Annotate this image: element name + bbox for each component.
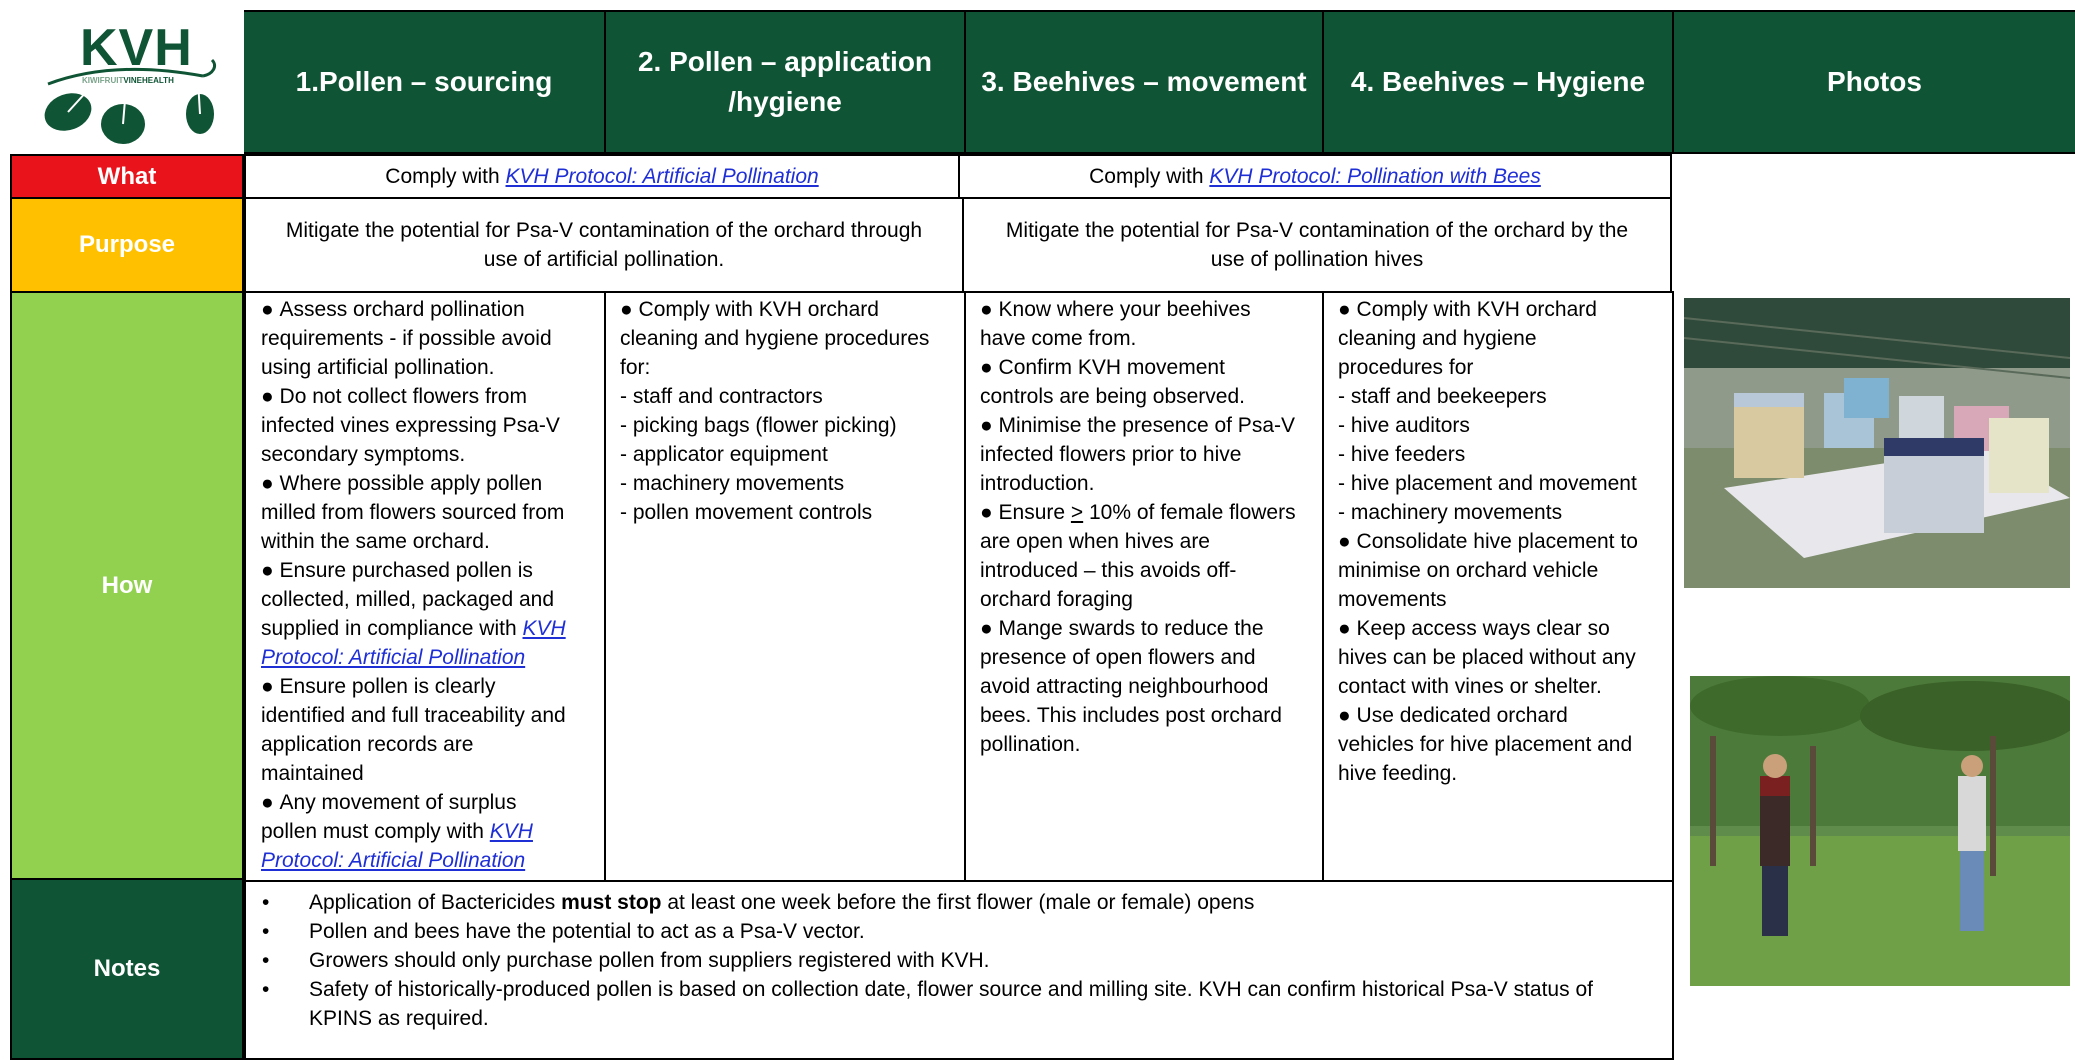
list-item: Safety of historically-produced pollen i… — [262, 975, 1656, 1033]
header-pollen-application: 2. Pollen – application /hygiene — [604, 10, 964, 154]
purpose-pollination-hives: Mitigate the potential for Psa-V contami… — [962, 197, 1672, 293]
list-item: - staff and contractors — [620, 385, 823, 408]
link-kvh-protocol-1b[interactable]: Protocol: Artificial Pollination — [261, 646, 526, 669]
row-label-what: What — [10, 154, 244, 199]
header-photos: Photos — [1672, 10, 2075, 154]
how-pollen-sourcing: Assess orchard pollination requirements … — [244, 291, 606, 882]
list-item: - applicator equipment — [620, 443, 828, 466]
how-beehives-hygiene: Comply with KVH orchard cleaning and hyg… — [1322, 291, 1674, 882]
header-beehives-movement: 3. Beehives – movement — [964, 10, 1322, 154]
list-item: Growers should only purchase pollen from… — [262, 946, 1656, 975]
row-label-notes: Notes — [10, 880, 244, 1060]
notes-panel: Application of Bactericides must stop at… — [244, 880, 1674, 1060]
list-item: - hive feeders — [1338, 443, 1466, 466]
link-kvh-protocol-1[interactable]: KVH — [522, 617, 566, 640]
list-item: - hive placement and movement — [1338, 472, 1637, 495]
list-item: - machinery movements — [620, 472, 845, 495]
list-item: - picking bags (flower picking) — [620, 414, 897, 437]
kiwifruit-vine-icon — [44, 58, 217, 144]
kvh-logo: KVH KIWIFRUITVINEHEALTH — [28, 14, 228, 144]
link-protocol-artificial-pollination[interactable]: KVH Protocol: Artificial Pollination — [505, 165, 819, 188]
header-beehives-hygiene: 4. Beehives – Hygiene — [1322, 10, 1672, 154]
list-item: Pollen and bees have the potential to ac… — [262, 917, 1656, 946]
workers-in-kiwifruit-orchard-photo — [1690, 676, 2070, 986]
list-item: Application of Bactericides must stop at… — [262, 888, 1656, 917]
what-pollination-with-bees: Comply with KVH Protocol: Pollination wi… — [958, 154, 1672, 199]
list-item: - machinery movements — [1338, 501, 1563, 524]
beehives-in-orchard-photo — [1684, 298, 2070, 588]
header-pollen-sourcing: 1.Pollen – sourcing — [295, 66, 553, 97]
list-item: - hive auditors — [1338, 414, 1470, 437]
header-bar — [244, 10, 2075, 154]
logo-text: KVH — [80, 19, 193, 77]
row-label-purpose: Purpose — [10, 199, 244, 293]
link-kvh-protocol-2b[interactable]: Protocol: Artificial Pollination — [261, 849, 526, 872]
what-artificial-pollination: Comply with KVH Protocol: Artificial Pol… — [244, 154, 960, 199]
row-label-how: How — [10, 293, 244, 880]
how-beehives-movement: Know where your beehives have come from.… — [964, 291, 1324, 882]
list-item: - pollen movement controls — [620, 501, 873, 524]
purpose-artificial-pollination: Mitigate the potential for Psa-V contami… — [244, 197, 964, 293]
link-kvh-protocol-2[interactable]: KVH — [489, 820, 533, 843]
list-item: - staff and beekeepers — [1338, 385, 1547, 408]
logo-subtext: KIWIFRUITVINEHEALTH — [82, 76, 174, 85]
how-pollen-application: Comply with KVH orchard cleaning and hyg… — [604, 291, 966, 882]
link-protocol-pollination-with-bees[interactable]: KVH Protocol: Pollination with Bees — [1209, 165, 1541, 188]
